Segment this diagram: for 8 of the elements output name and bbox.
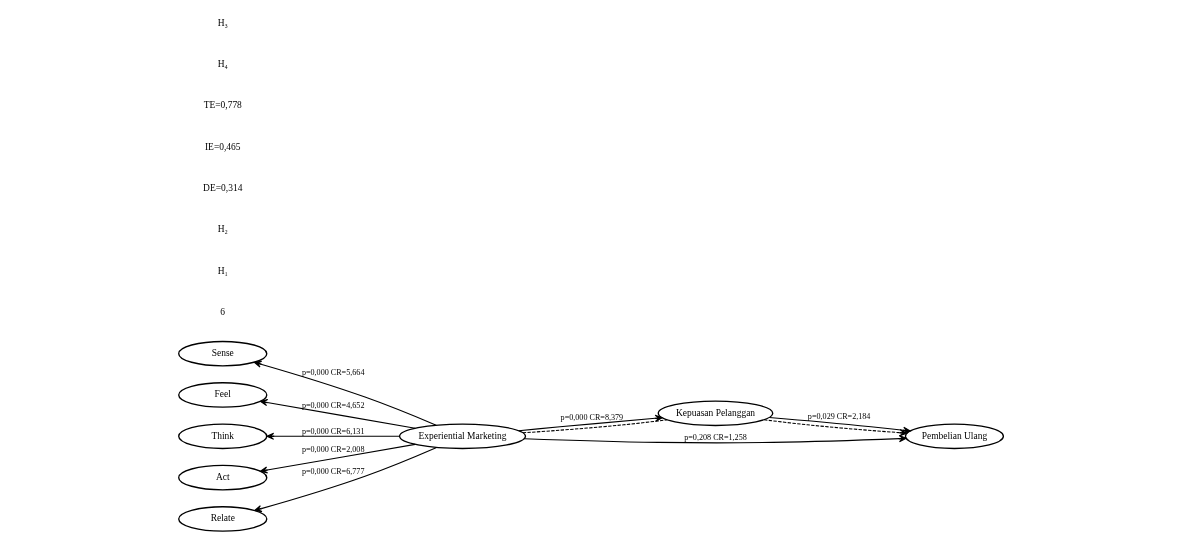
label: H₂ [217,224,228,235]
label: 6 [220,306,226,317]
label: DE=0,314 [203,182,243,193]
label: H₁ [217,265,228,276]
label: IE=0,465 [204,141,241,152]
label: H₄ [217,58,228,69]
label: TE=0,778 [203,100,242,111]
label: H₃ [217,17,228,28]
